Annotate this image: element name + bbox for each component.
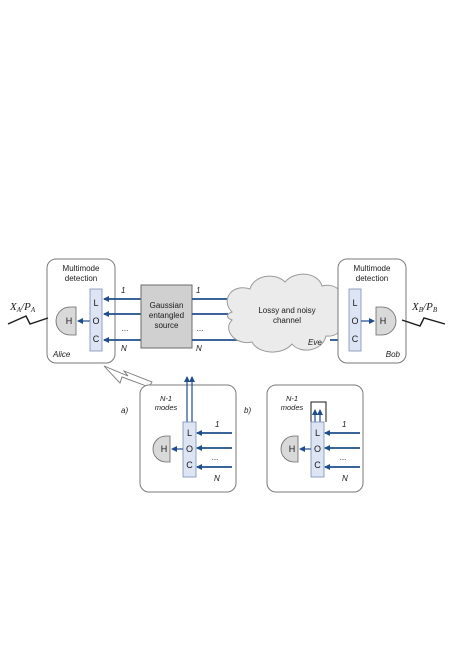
- bob-loc-o: O: [351, 316, 358, 326]
- bob-homodyne-detector: [375, 306, 397, 336]
- bob-loc-bar: [348, 288, 362, 352]
- panel-b: b) N-1 modes L O C H 1 ... N: [244, 384, 364, 493]
- alice-mode-dots: ...: [122, 324, 129, 333]
- alice-station: Multimode detection H L O C Alice XA/PA: [7, 258, 116, 364]
- alice-mode-n-label: N: [121, 344, 127, 353]
- panel-b-mode-n: N: [342, 474, 348, 483]
- panel-b-feedback-loop: [310, 401, 327, 422]
- source-mode-1-label: 1: [196, 286, 200, 295]
- panel-b-loc-c: C: [314, 460, 321, 470]
- panel-a-mode-1: 1: [215, 420, 219, 429]
- alice-loc-c: C: [93, 334, 100, 344]
- panel-a-dots: ...: [212, 453, 219, 462]
- alice-loc-bar: [89, 288, 103, 352]
- alice-title-line2: detection: [65, 274, 97, 283]
- source-mode-n-label: N: [196, 344, 202, 353]
- alice-mode-1-label: 1: [121, 286, 125, 295]
- panel-a-tag: a): [121, 406, 128, 415]
- bob-signal-label: XB/PB: [411, 301, 438, 314]
- bob-loc-c: C: [352, 334, 359, 344]
- bob-loc-l: L: [352, 298, 357, 308]
- channel-line1: Lossy and noisy: [258, 306, 315, 315]
- panel-b-tag: b): [244, 406, 251, 415]
- bob-title-line2: detection: [356, 274, 388, 283]
- alice-homodyne-detector: [55, 306, 77, 336]
- bob-title-line1: Multimode: [354, 264, 391, 273]
- alice-loc-l: L: [93, 298, 98, 308]
- panel-b-dots: ...: [340, 453, 347, 462]
- panel-b-loc-o: O: [314, 444, 321, 454]
- panel-b-homodyne-label: H: [289, 444, 296, 454]
- bob-homodyne-label: H: [380, 316, 387, 326]
- source-mode-dots: ...: [197, 324, 204, 333]
- panel-b-modes-line1: N-1: [286, 394, 298, 403]
- alice-title-line1: Multimode: [63, 264, 100, 273]
- bob-station: Multimode detection L O C H Bob XB/PB: [337, 258, 446, 364]
- alice-signal-zigzag: [7, 315, 49, 325]
- alice-beams: 1 ... N: [103, 286, 141, 353]
- channel-line2: channel: [273, 316, 301, 325]
- alice-name: Alice: [52, 350, 71, 359]
- alice-signal-label: XA/PA: [9, 301, 36, 314]
- eve-label: Eve: [308, 338, 322, 347]
- gaussian-source: Gaussian entangled source: [140, 284, 193, 349]
- source-box: [140, 284, 193, 349]
- panel-a-loc-c: C: [186, 460, 193, 470]
- panel-b-mode-1: 1: [342, 420, 346, 429]
- panel-a-modes-line1: N-1: [160, 394, 172, 403]
- panel-a-mode-n: N: [214, 474, 220, 483]
- panel-b-loc-l: L: [315, 428, 320, 438]
- zoom-callout-arrow: [103, 365, 153, 388]
- panel-a-loc-o: O: [186, 444, 193, 454]
- lossy-channel: Lossy and noisy channel Eve: [226, 273, 346, 353]
- panel-a-modes-line2: modes: [155, 403, 178, 412]
- panel-a-loc-l: L: [187, 428, 192, 438]
- source-line2: entangled: [149, 311, 184, 320]
- source-line3: source: [154, 321, 179, 330]
- panel-a-homodyne-detector: [152, 435, 171, 463]
- panel-a: a) N-1 modes L O C H 1 ... N: [121, 376, 237, 493]
- bob-name: Bob: [386, 350, 401, 359]
- source-to-channel-beams: 1 ... N: [192, 286, 240, 353]
- panel-b-modes-line2: modes: [281, 403, 304, 412]
- bob-signal-zigzag: [401, 317, 446, 327]
- alice-loc-o: O: [92, 316, 99, 326]
- panel-b-homodyne-detector: [280, 435, 299, 463]
- alice-homodyne-label: H: [66, 316, 73, 326]
- panel-a-homodyne-label: H: [161, 444, 168, 454]
- source-line1: Gaussian: [150, 301, 184, 310]
